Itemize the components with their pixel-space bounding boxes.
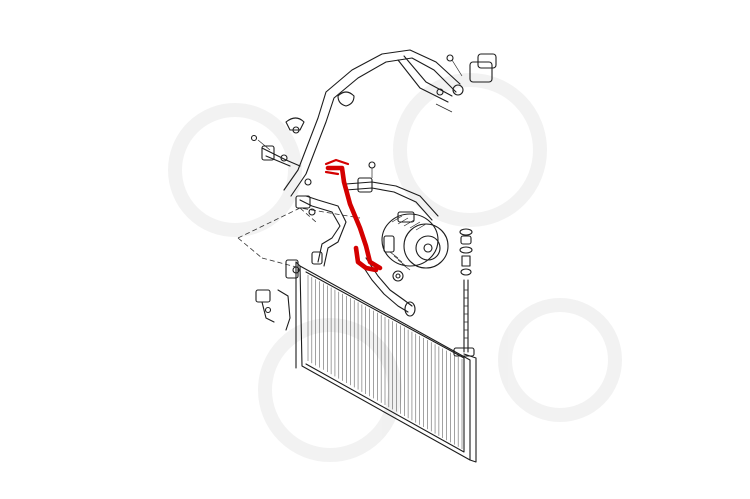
receiver-drier-parts bbox=[459, 228, 473, 353]
valve-block bbox=[435, 53, 497, 113]
ac-compressor bbox=[381, 211, 449, 271]
discharge-line bbox=[345, 161, 439, 221]
highlighted-ac-hose bbox=[324, 158, 383, 273]
condenser bbox=[295, 261, 477, 463]
suction-line-lower bbox=[295, 195, 347, 267]
reference-dashed-lines bbox=[237, 207, 361, 269]
condenser-fins bbox=[307, 275, 463, 449]
hose-bracket-left bbox=[261, 145, 312, 186]
watermark-gear-logo bbox=[168, 73, 622, 462]
pipe-clip-top bbox=[250, 91, 355, 151]
